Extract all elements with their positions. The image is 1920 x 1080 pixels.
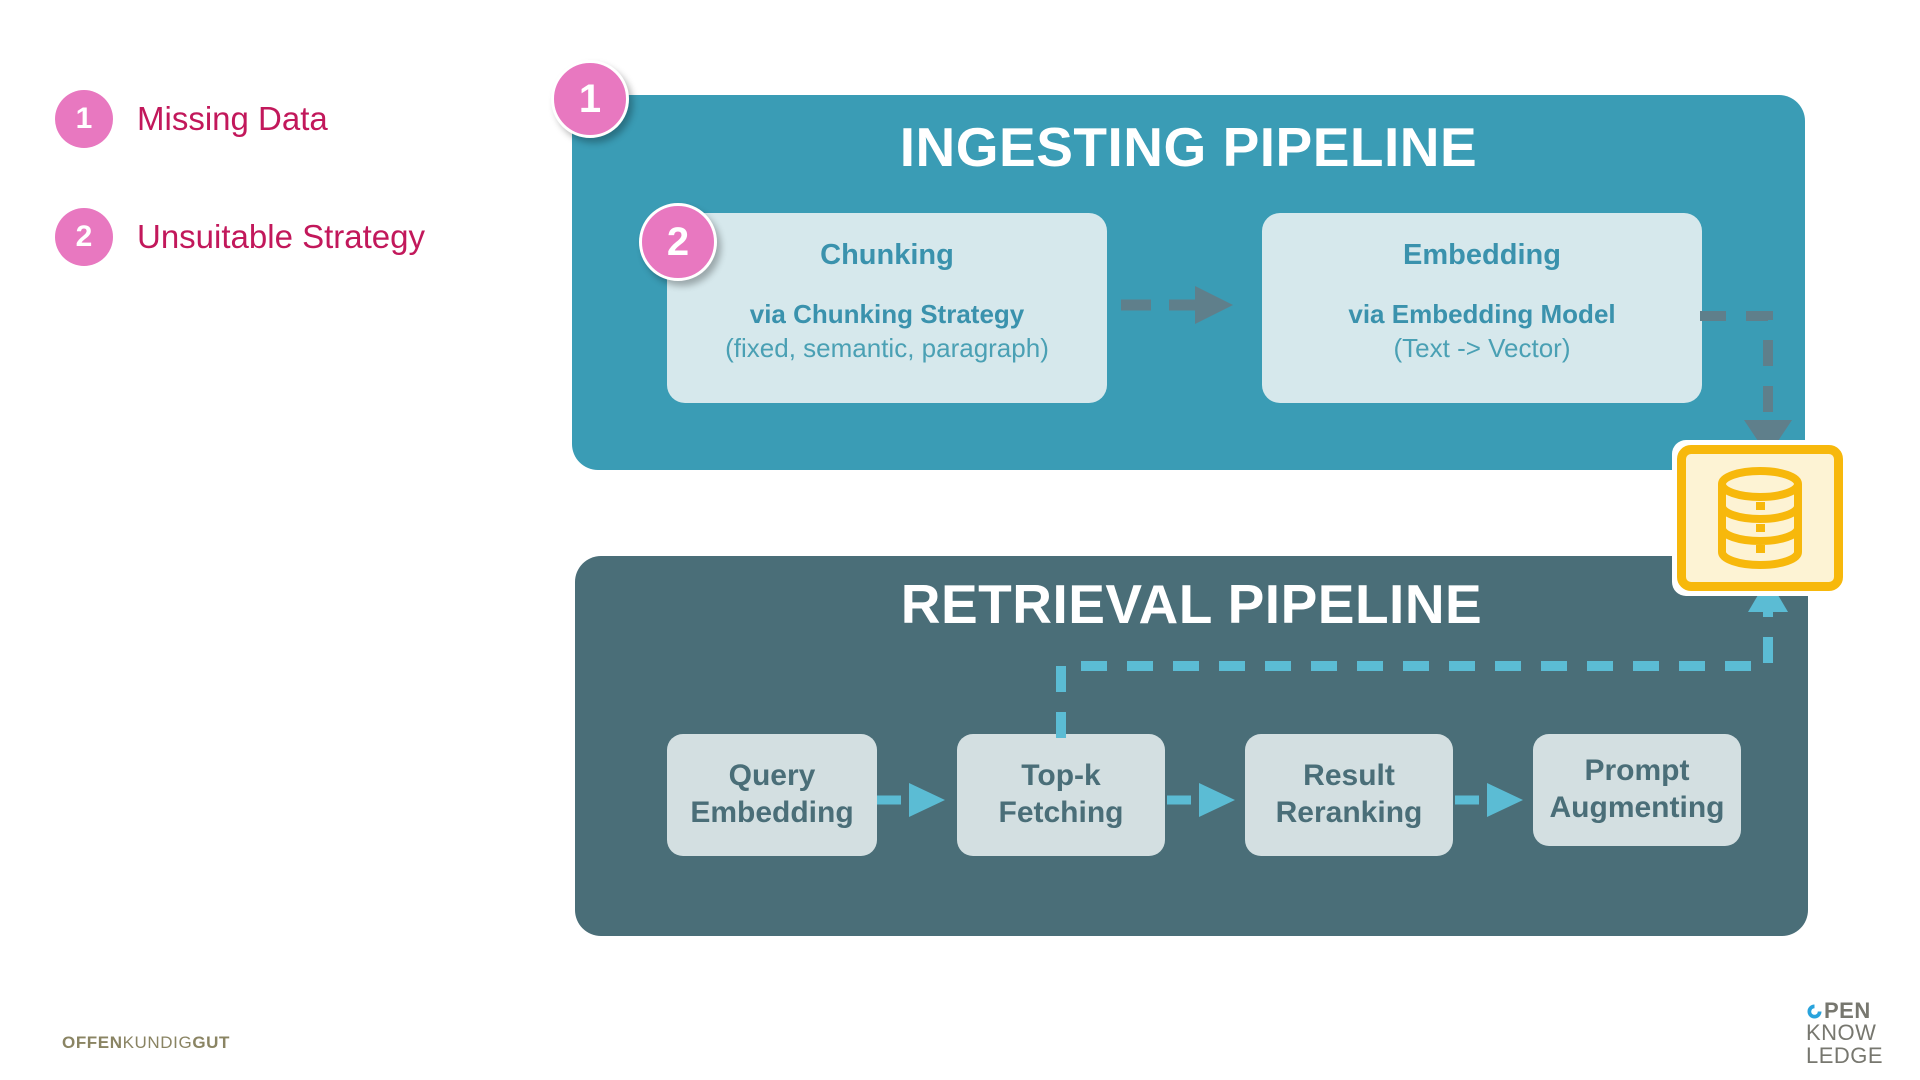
prompt-augmenting-step-card: Prompt Augmenting bbox=[1533, 734, 1741, 846]
legend-label-2: Unsuitable Strategy bbox=[137, 218, 425, 255]
topk-fetching-line1: Top-k bbox=[1021, 759, 1101, 793]
topk-to-rerank-arrow-icon bbox=[1167, 783, 1235, 817]
chunking-to-embedding-arrow-icon bbox=[1121, 286, 1233, 324]
logo-ledge: LEDGE bbox=[1806, 1042, 1884, 1068]
vector-database-frame bbox=[1677, 445, 1843, 591]
embedding-step-method: via Embedding Model bbox=[1348, 299, 1616, 329]
openknowledge-logo: PEN KNOW LEDGE bbox=[1806, 998, 1884, 1068]
embedding-step-title: Embedding bbox=[1403, 239, 1561, 271]
logo-pen: PEN bbox=[1824, 998, 1871, 1023]
vector-database-node bbox=[1672, 440, 1848, 596]
logo-gut: GUT bbox=[192, 1033, 231, 1052]
ingesting-pipeline-title: INGESTING PIPELINE bbox=[899, 116, 1478, 178]
result-reranking-line1: Result bbox=[1303, 759, 1395, 793]
callout-badge-1: 1 bbox=[551, 60, 629, 138]
query-to-topk-arrow-icon bbox=[877, 783, 945, 817]
legend-item-1: 1 Missing Data bbox=[55, 90, 485, 148]
callout-badge-2: 2 bbox=[639, 203, 717, 281]
legend-label-1: Missing Data bbox=[137, 100, 328, 137]
result-reranking-line2: Reranking bbox=[1275, 796, 1423, 829]
chunking-step-detail: (fixed, semantic, paragraph) bbox=[725, 332, 1049, 363]
legend-badge-1: 1 bbox=[55, 90, 113, 148]
chunking-step-title: Chunking bbox=[820, 239, 954, 271]
topk-fetching-line2: Fetching bbox=[998, 796, 1124, 829]
logo-open-line: PEN bbox=[1806, 998, 1883, 1023]
chunking-step-card: Chunking via Chunking Strategy (fixed, s… bbox=[667, 213, 1107, 403]
legend: 1 Missing Data 2 Unsuitable Strategy bbox=[55, 90, 485, 326]
database-icon bbox=[1718, 467, 1802, 569]
result-reranking-step-card: Result Reranking bbox=[1245, 734, 1453, 856]
topk-fetching-step-card: Top-k Fetching bbox=[957, 734, 1165, 856]
offenkundiggut-logo: OFFENKUNDIGGUT bbox=[62, 1033, 230, 1053]
query-embedding-step-card: Query Embedding bbox=[667, 734, 877, 856]
retrieval-pipeline-title: RETRIEVAL PIPELINE bbox=[900, 573, 1483, 635]
logo-know: KNOW bbox=[1806, 1020, 1877, 1046]
embedding-step-card: Embedding via Embedding Model (Text -> V… bbox=[1262, 213, 1702, 403]
chunking-step-method: via Chunking Strategy bbox=[749, 299, 1025, 329]
logo-kundig: KUNDIG bbox=[122, 1033, 193, 1052]
query-embedding-line2: Embedding bbox=[690, 796, 854, 829]
retrieval-pipeline-panel: RETRIEVAL PIPELINE Query Embedding Top-k… bbox=[575, 556, 1808, 936]
prompt-augmenting-line1: Prompt bbox=[1584, 754, 1690, 788]
logo-offen: OFFEN bbox=[62, 1033, 123, 1052]
prompt-augmenting-line2: Augmenting bbox=[1549, 791, 1725, 824]
ingesting-pipeline-panel: INGESTING PIPELINE Chunking via Chunking… bbox=[572, 95, 1805, 470]
legend-badge-2: 2 bbox=[55, 208, 113, 266]
query-embedding-line1: Query bbox=[728, 759, 816, 793]
embedding-step-detail: (Text -> Vector) bbox=[1393, 332, 1571, 363]
rerank-to-prompt-arrow-icon bbox=[1455, 783, 1523, 817]
legend-item-2: 2 Unsuitable Strategy bbox=[55, 208, 485, 266]
logo-o-mark-icon bbox=[1806, 1002, 1823, 1019]
